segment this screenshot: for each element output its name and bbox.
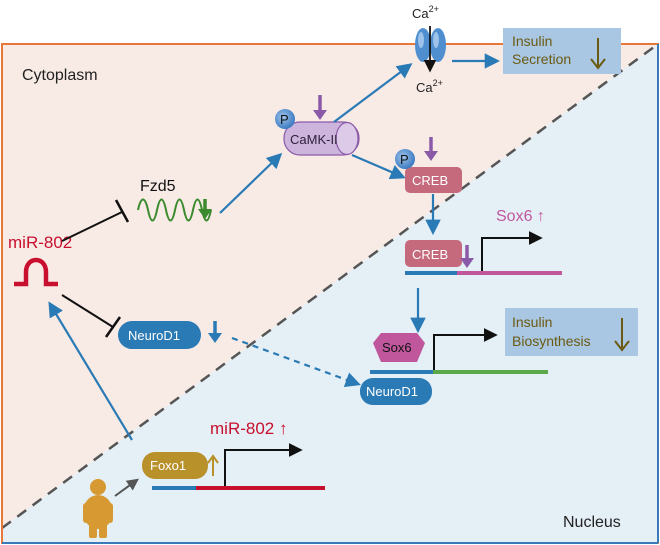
fzd5-down-arrow [198,199,212,219]
neurod1-nuclear-node: NeuroD1 [360,378,432,405]
creb-node: CREB [405,167,462,193]
insulin-secretion-line2: Secretion [512,51,571,67]
inhibit-mir802-fzd5 [61,211,123,242]
inhibit-mir802-neurod1-bar [104,316,122,338]
neurod1-node: NeuroD1 [118,321,201,349]
insulin-biosynthesis-box: Insulin Biosynthesis [505,308,638,356]
camk-ii-label: CaMK-II [290,132,338,147]
insulin-biosynthesis-line1: Insulin [512,314,552,330]
nucleus-region [2,44,658,543]
calcium-bottom-charge: 2+ [433,78,443,88]
mir802-gene-label: miR-802 ↑ [210,419,287,438]
inhibit-mir802-fzd5-bar [114,199,130,223]
camk-phospho: P [275,109,295,129]
arrow-neurod1-into-nucleus [231,336,361,388]
sox6-protein-node: Sox6 [373,333,425,362]
receptor-helix-icon [137,198,212,222]
obese-person-icon [83,479,113,538]
arrow-mir802-gene-to-mir802 [48,301,133,441]
sox6-gene-label: Sox6 ↑ [496,208,545,225]
creb-nuclear-node: CREB [405,240,462,267]
mir802-tss-arrow [224,443,303,486]
insulin-biosynthesis-down-arrow [614,318,630,352]
mir802-hairpin [14,257,58,287]
arrow-camk-to-channel [333,63,413,123]
neurod1-label: NeuroD1 [128,328,180,343]
creb-nuclear-down-arrow [460,245,474,268]
arrow-obesity-to-foxo1 [114,478,139,497]
calcium-channel-icon [415,26,446,73]
arrow-camk-to-creb [351,153,406,180]
creb-label: CREB [412,173,448,188]
calcium-top-label: Ca2+ [412,4,439,21]
creb-phospho: P [395,149,415,169]
creb-nuclear-label: CREB [412,247,448,262]
foxo1-up-arrow [207,454,219,476]
nucleus-label: Nucleus [563,514,621,531]
insulin-secretion-down-arrow [590,38,606,70]
mir802-label: miR-802 [8,233,72,252]
inhibit-mir802-neurod1 [61,294,114,328]
sox6-tss-arrow [481,231,543,271]
neurod1-down-arrow [208,321,222,343]
insulin-secretion-line1: Insulin [512,33,552,49]
neurod1-nuclear-label: NeuroD1 [366,384,418,399]
sox6-protein-label: Sox6 [382,340,412,355]
camk-phospho-label: P [280,112,289,127]
creb-down-arrow [424,137,438,161]
insulin-secretion-box: Insulin Secretion [503,28,621,74]
creb-phospho-label: P [400,152,409,167]
camk-ii-node: CaMK-II [283,121,360,156]
calcium-bottom-label: Ca2+ [416,78,443,95]
insulin-biosynthesis-line2: Biosynthesis [512,333,591,349]
camk-down-arrow [313,95,327,120]
cytoplasm-label: Cytoplasm [22,67,98,84]
arrow-fzd5-to-camk [219,152,283,214]
foxo1-label: Foxo1 [150,458,186,473]
calcium-top-symbol: Ca [412,6,429,21]
foxo1-node: Foxo1 [142,452,208,479]
calcium-top-charge: 2+ [429,4,439,14]
insulin-tss-arrow [433,328,498,370]
calcium-bottom-symbol: Ca [416,80,433,95]
nuclear-membrane-line [1,42,659,530]
fzd5-label: Fzd5 [140,178,176,195]
